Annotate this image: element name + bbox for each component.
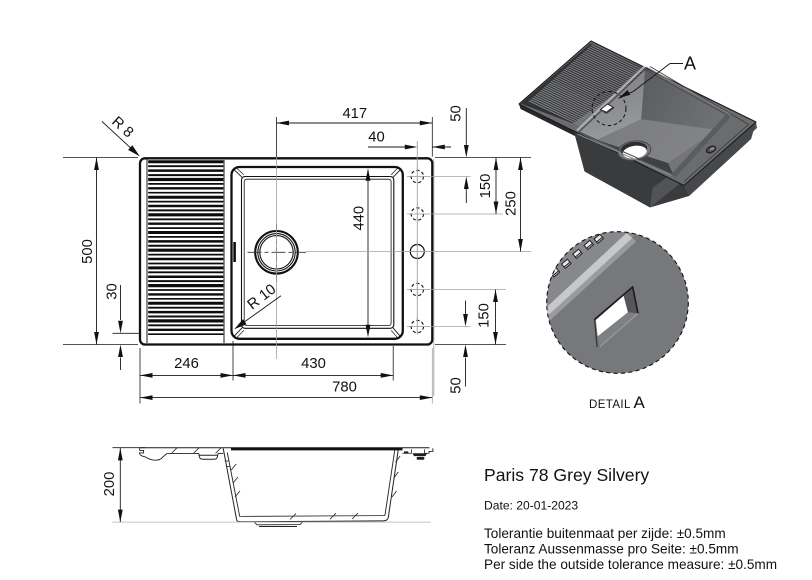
svg-text:250: 250 [504,191,520,216]
svg-text:Per side the outside tolerance: Per side the outside tolerance measure: … [484,557,777,572]
svg-text:150: 150 [478,174,494,199]
svg-text:Tolerantie buitenmaat per zijd: Tolerantie buitenmaat per zijde: ±0.5mm [484,526,726,541]
svg-text:430: 430 [301,356,326,372]
svg-text:246: 246 [174,356,199,372]
svg-text:30: 30 [105,283,121,299]
svg-text:440: 440 [351,206,367,231]
svg-text:780: 780 [332,380,357,396]
svg-text:A: A [634,393,646,412]
svg-text:150: 150 [477,303,493,328]
svg-text:40: 40 [368,130,384,146]
svg-text:200: 200 [102,472,118,497]
svg-text:Toleranz Aussenmasse pro Seite: Toleranz Aussenmasse pro Seite: ±0.5mm [484,542,739,557]
svg-text:DETAIL: DETAIL [589,399,631,411]
svg-text:500: 500 [80,239,96,264]
svg-text:A: A [684,54,696,74]
svg-text:50: 50 [449,377,465,393]
svg-text:Paris 78 Grey Silvery: Paris 78 Grey Silvery [484,465,649,485]
svg-text:417: 417 [342,106,367,122]
svg-text:50: 50 [449,105,465,121]
svg-text:Date: 20-01-2023: Date: 20-01-2023 [484,499,578,513]
